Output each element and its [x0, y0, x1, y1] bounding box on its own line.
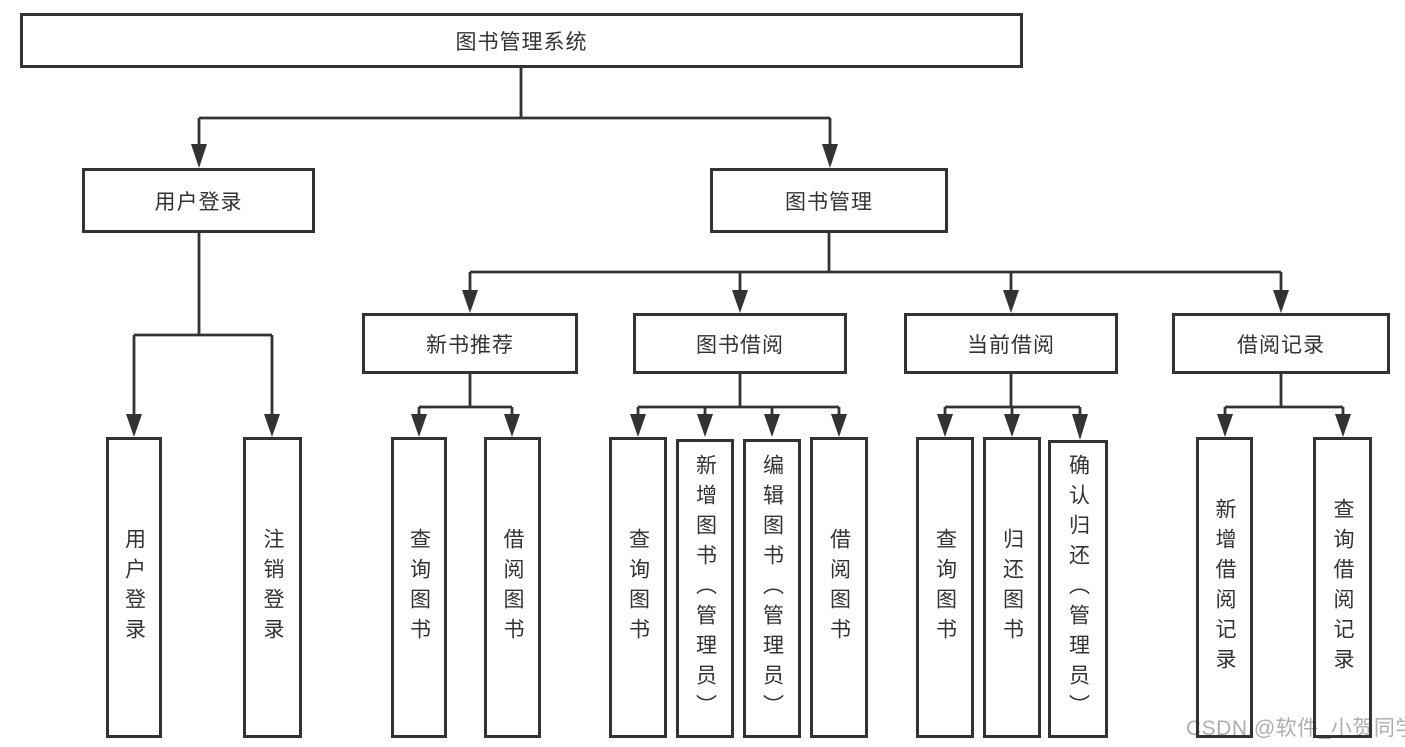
node-borrow-records-label: 借阅记录	[1237, 333, 1325, 357]
node-current-borrow: 当前借阅	[904, 313, 1118, 374]
node-borrow-records: 借阅记录	[1172, 313, 1390, 374]
node-book-management: 图书管理	[710, 168, 948, 233]
leaf-borrow-edit-book-admin-label: 编辑图书（管理员）	[760, 453, 784, 724]
leaf-current-return-books-label: 归还图书	[1000, 527, 1024, 648]
leaf-borrow-edit-book-admin: 编辑图书（管理员）	[743, 439, 801, 738]
leaf-recommend-borrow-books-label: 借阅图书	[501, 527, 524, 648]
leaf-logout-label: 注销登录	[261, 527, 284, 648]
leaf-records-add-record-label: 新增借阅记录	[1213, 497, 1236, 678]
leaf-current-confirm-return-admin: 确认归还（管理员）	[1048, 440, 1108, 738]
leaf-user-login: 用户登录	[106, 437, 162, 738]
leaf-current-confirm-return-admin-label: 确认归还（管理员）	[1066, 454, 1090, 724]
leaf-current-return-books: 归还图书	[983, 437, 1041, 738]
node-current-borrow-label: 当前借阅	[967, 333, 1055, 357]
node-user-login-label: 用户登录	[154, 190, 243, 214]
leaf-current-query-books: 查询图书	[916, 437, 974, 738]
leaf-records-add-record: 新增借阅记录	[1196, 437, 1253, 738]
node-root: 图书管理系统	[20, 13, 1023, 68]
leaf-records-query-record-label: 查询借阅记录	[1331, 497, 1354, 678]
node-book-borrow: 图书借阅	[633, 313, 847, 374]
leaf-records-query-record: 查询借阅记录	[1313, 437, 1372, 738]
leaf-user-login-label: 用户登录	[122, 527, 146, 648]
node-book-management-label: 图书管理	[785, 190, 873, 214]
node-user-login: 用户登录	[82, 168, 315, 233]
leaf-borrow-query-books-label: 查询图书	[626, 527, 650, 648]
leaf-borrow-add-book-admin: 新增图书（管理员）	[676, 439, 734, 738]
leaf-logout: 注销登录	[243, 437, 302, 738]
leaf-recommend-borrow-books: 借阅图书	[484, 437, 541, 738]
csdn-watermark: CSDN @软件_小贺同学	[1186, 717, 1405, 740]
node-root-label: 图书管理系统	[455, 30, 588, 54]
leaf-recommend-query-books: 查询图书	[391, 437, 447, 738]
leaf-borrow-add-book-admin-label: 新增图书（管理员）	[693, 453, 717, 724]
leaf-borrow-query-books: 查询图书	[609, 437, 667, 738]
node-new-book-recommend-label: 新书推荐	[426, 333, 514, 357]
leaf-borrow-borrow-books-label: 借阅图书	[827, 527, 851, 648]
node-new-book-recommend: 新书推荐	[362, 313, 578, 374]
leaf-borrow-borrow-books: 借阅图书	[810, 437, 868, 738]
leaf-current-query-books-label: 查询图书	[933, 527, 957, 648]
node-book-borrow-label: 图书借阅	[696, 333, 784, 357]
leaf-recommend-query-books-label: 查询图书	[407, 527, 431, 648]
